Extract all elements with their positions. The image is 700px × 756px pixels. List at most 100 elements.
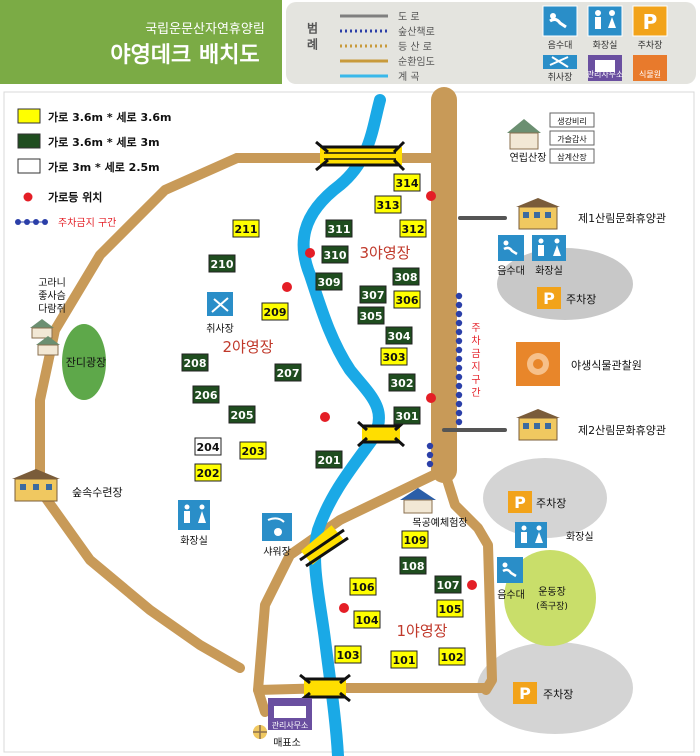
deck-209[interactable]: 209 <box>261 302 289 321</box>
parking-c-label: 주차장 <box>543 688 573 701</box>
deck-box <box>380 347 408 366</box>
yeonlip-sign-2-box <box>549 130 595 146</box>
deck-303[interactable]: 303 <box>380 347 408 366</box>
no-parking-zone-text: 주차금지구간 <box>469 322 481 400</box>
legend-botanical-label: 식물원 <box>639 70 661 79</box>
deck-314[interactable]: 314 <box>393 173 421 192</box>
deck-208[interactable]: 208 <box>181 353 209 372</box>
forest-training-label: 숲속수련장 <box>72 486 123 499</box>
deck-210[interactable]: 210 <box>208 254 236 273</box>
legend-road-label: 도 로 <box>398 12 420 23</box>
sports-label: 운동장 <box>538 586 566 598</box>
yeonlip-sign-2: 가슬갑사 <box>557 134 587 144</box>
deck-number: 306 <box>396 294 419 307</box>
lamp <box>339 603 349 613</box>
gorani-line-1: 고라니 <box>38 277 66 289</box>
deck-312[interactable]: 312 <box>399 219 427 238</box>
legend-circular-label: 순환임도 <box>398 55 435 68</box>
deck-306[interactable]: 306 <box>393 290 421 309</box>
legend-swatch-white <box>17 158 41 174</box>
restroom-icon <box>515 522 547 548</box>
cooking-icon <box>207 292 233 316</box>
roads <box>35 87 507 717</box>
water-fountain-icon <box>497 557 523 583</box>
deck-105[interactable]: 105 <box>436 599 464 618</box>
deck-box <box>353 610 381 629</box>
header-title: 야영데크 배치도 <box>110 43 259 68</box>
office-icon <box>588 55 622 81</box>
deck-number: 203 <box>242 445 265 458</box>
deck-number: 202 <box>197 467 220 480</box>
deck-203[interactable]: 203 <box>239 441 267 460</box>
deck-number: 304 <box>388 330 411 343</box>
deck-309[interactable]: 309 <box>315 272 343 291</box>
deck-number: 107 <box>437 579 460 592</box>
deck-211[interactable]: 211 <box>232 219 260 238</box>
sports-sublabel: (족구장) <box>536 601 568 612</box>
deck-305[interactable]: 305 <box>357 306 385 325</box>
yeonlip-label: 연립산장 <box>510 151 547 164</box>
deck-box <box>374 195 402 214</box>
deck-201[interactable]: 201 <box>315 450 343 469</box>
deck-number: 311 <box>328 223 351 236</box>
deck-301[interactable]: 301 <box>393 406 421 425</box>
ticket-booth-icon <box>253 725 267 739</box>
deck-number: 313 <box>377 199 400 212</box>
deck-number: 301 <box>396 410 419 423</box>
street-lamps <box>282 191 477 613</box>
deck-103[interactable]: 103 <box>334 645 362 664</box>
header-banner <box>0 0 282 84</box>
deck-box <box>321 245 349 264</box>
parking-icon: P <box>513 682 537 704</box>
legend-lamp-label: 가로등 위치 <box>48 190 102 204</box>
legend-noparking-label: 주차금지 구간 <box>58 217 116 229</box>
cabin-icon <box>30 319 60 356</box>
cooking-icon <box>543 55 577 69</box>
deck-310[interactable]: 310 <box>321 245 349 264</box>
deck-311[interactable]: 311 <box>325 219 353 238</box>
deck-number: 103 <box>337 649 360 662</box>
road-southwest <box>35 485 245 673</box>
deck-205[interactable]: 205 <box>228 405 256 424</box>
deck-box <box>239 441 267 460</box>
legend-parking-label: 주차장 <box>638 39 663 51</box>
restroom-icon <box>178 500 210 530</box>
deck-102[interactable]: 102 <box>438 647 466 666</box>
no-parking-dots <box>426 292 463 468</box>
deck-number: 310 <box>324 249 347 262</box>
legend-lines <box>340 14 388 78</box>
deck-number: 309 <box>318 276 341 289</box>
deck-206[interactable]: 206 <box>192 385 220 404</box>
deck-104[interactable]: 104 <box>353 610 381 629</box>
deck-307[interactable]: 307 <box>359 285 387 304</box>
deck-box <box>438 647 466 666</box>
deck-box <box>385 326 413 345</box>
deck-number: 108 <box>402 560 425 573</box>
botanical-garden-icon <box>516 342 560 386</box>
deck-number: 105 <box>439 603 462 616</box>
deck-box <box>194 463 222 482</box>
deck-308[interactable]: 308 <box>392 267 420 286</box>
deck-106[interactable]: 106 <box>349 577 377 596</box>
deck-107[interactable]: 107 <box>434 575 462 594</box>
deck-304[interactable]: 304 <box>385 326 413 345</box>
water-fountain-icon <box>542 5 578 37</box>
deck-202[interactable]: 202 <box>194 463 222 482</box>
deck-313[interactable]: 313 <box>374 195 402 214</box>
deck-302[interactable]: 302 <box>388 373 416 392</box>
deck-109[interactable]: 109 <box>401 530 429 549</box>
deck-number: 209 <box>264 306 287 319</box>
deck-207[interactable]: 207 <box>274 363 302 382</box>
lamp <box>320 412 330 422</box>
deck-box <box>390 650 418 669</box>
deck-number: 101 <box>393 654 416 667</box>
deck-101[interactable]: 101 <box>390 650 418 669</box>
deck-108[interactable]: 108 <box>399 556 427 575</box>
legend-office-label: 관리사무소 <box>587 69 624 79</box>
shower-label: 샤워장 <box>263 545 291 558</box>
lawn-label: 잔디광장 <box>66 356 106 369</box>
deck-box <box>192 385 220 404</box>
deck-204[interactable]: 204 <box>194 437 222 456</box>
